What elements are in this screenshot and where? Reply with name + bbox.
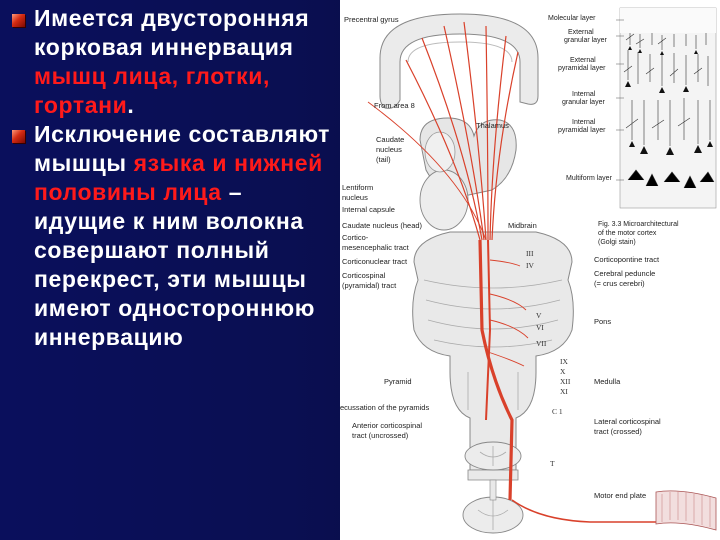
label-int-granular-1: Internal xyxy=(572,91,596,98)
numeral-vi: VI xyxy=(536,323,544,332)
numeral-xii: XII xyxy=(560,377,571,386)
bullet-1-part-1: Имеется двусторонняя корковая иннервация xyxy=(34,5,310,60)
label-fig-caption-2: of the motor cortex xyxy=(598,230,657,237)
label-multiform-layer: Multiform layer xyxy=(566,175,613,182)
label-internal-capsule: Internal capsule xyxy=(342,205,395,214)
numeral-iv: IV xyxy=(526,261,534,270)
label-medulla: Medulla xyxy=(594,377,621,386)
bullet-1-highlight: мышц лица, глотки, гортани xyxy=(34,63,270,118)
label-int-pyramidal-1: Internal xyxy=(572,119,596,126)
label-ext-pyramidal-1: External xyxy=(570,57,596,64)
label-ext-granular-2: granular layer xyxy=(564,37,607,44)
label-ext-pyramidal-2: pyramidal layer xyxy=(558,65,606,72)
label-anterior-cs-2: tract (uncrossed) xyxy=(352,431,409,440)
label-decussation: ecussation of the pyramids xyxy=(340,403,429,412)
label-cerebral-peduncle-1: Cerebral peduncle xyxy=(594,269,655,278)
label-corticonuclear: Corticonuclear tract xyxy=(342,257,408,266)
label-cerebral-peduncle-2: (= crus cerebri) xyxy=(594,279,645,288)
right-labels: Molecular layer External granular layer … xyxy=(548,15,679,500)
label-lentiform-2: nucleus xyxy=(342,193,368,202)
label-caudate-tail-2: nucleus xyxy=(376,145,402,154)
label-corticospinal-2: (pyramidal) tract xyxy=(342,281,397,290)
numeral-x: X xyxy=(560,367,566,376)
label-lateral-cs-2: tract (crossed) xyxy=(594,427,642,436)
bullet-item-2: Исключение составляют мышцы языка и нижн… xyxy=(8,120,338,352)
numeral-ix: IX xyxy=(560,357,568,366)
label-caudate-head: Caudate nucleus (head) xyxy=(342,221,423,230)
anatomy-figure: Precentral gyrus From area 8 Caudate nuc… xyxy=(340,0,720,540)
numeral-iii: III xyxy=(526,249,534,258)
label-midbrain: Midbrain xyxy=(508,221,537,230)
bullet-item-1: Имеется двусторонняя корковая иннервация… xyxy=(8,4,338,120)
label-cortico-mes-1: Cortico- xyxy=(342,233,369,242)
spinal-cord-sections xyxy=(462,441,524,534)
label-caudate-tail-1: Caudate xyxy=(376,135,404,144)
square-bullet-icon xyxy=(12,130,25,143)
numeral-c1: C 1 xyxy=(552,407,563,416)
corticobulbar-pathway-diagram: Precentral gyrus From area 8 Caudate nuc… xyxy=(340,7,717,534)
bullet-text-2: Исключение составляют мышцы языка и нижн… xyxy=(34,120,338,352)
label-fig-caption-1: Fig. 3.3 Microarchitectural xyxy=(598,221,679,228)
label-caudate-tail-3: (tail) xyxy=(376,155,391,164)
numeral-v: V xyxy=(536,311,542,320)
label-cortico-mes-2: mesencephalic tract xyxy=(342,243,410,252)
label-thalamus: Thalamus xyxy=(476,121,509,130)
bullet-2-part-3: – идущие к ним волокна совершают полный … xyxy=(34,179,316,350)
numeral-t: T xyxy=(550,459,555,468)
label-pons: Pons xyxy=(594,317,611,326)
label-int-pyramidal-2: pyramidal layer xyxy=(558,127,606,134)
brainstem xyxy=(412,231,574,471)
label-motor-end-plate: Motor end plate xyxy=(594,491,646,500)
muscle-fiber xyxy=(655,490,717,531)
cranial-nerve-labels: III IV V VI VII IX X XII XI C 1 T xyxy=(526,249,571,468)
label-corticopontine: Corticopontine tract xyxy=(594,255,660,264)
label-ext-granular-1: External xyxy=(568,29,594,36)
bullet-1-part-3: . xyxy=(127,92,135,118)
label-molecular-layer: Molecular layer xyxy=(548,15,596,22)
label-fig-caption-3: (Golgi stain) xyxy=(598,239,636,246)
square-bullet-icon xyxy=(12,14,25,27)
label-corticospinal-1: Corticospinal xyxy=(342,271,386,280)
left-labels: Precentral gyrus From area 8 Caudate nuc… xyxy=(340,15,537,440)
slide-text: Имеется двусторонняя корковая иннервация… xyxy=(8,4,338,352)
motor-cortex-golgi-panel xyxy=(616,7,717,209)
corticobulbar-corticospinal-tracts xyxy=(367,21,680,523)
numeral-xi: XI xyxy=(560,387,568,396)
diencephalon xyxy=(419,117,517,231)
label-precentral-gyrus: Precentral gyrus xyxy=(344,15,399,24)
label-anterior-cs-1: Anterior corticospinal xyxy=(352,421,422,430)
label-lentiform-1: Lentiform xyxy=(342,183,373,192)
label-lateral-cs-1: Lateral corticospinal xyxy=(594,417,661,426)
label-from-area-8: From area 8 xyxy=(374,101,415,110)
bullet-2-highlight: языка и нижней половины лица xyxy=(34,150,323,205)
bullet-2-part-1: Исключение составляют мышцы xyxy=(34,121,331,176)
bullet-text-1: Имеется двусторонняя корковая иннервация… xyxy=(34,4,338,120)
label-int-granular-2: granular layer xyxy=(562,99,605,106)
label-pyramid: Pyramid xyxy=(384,377,412,386)
numeral-vii: VII xyxy=(536,339,547,348)
